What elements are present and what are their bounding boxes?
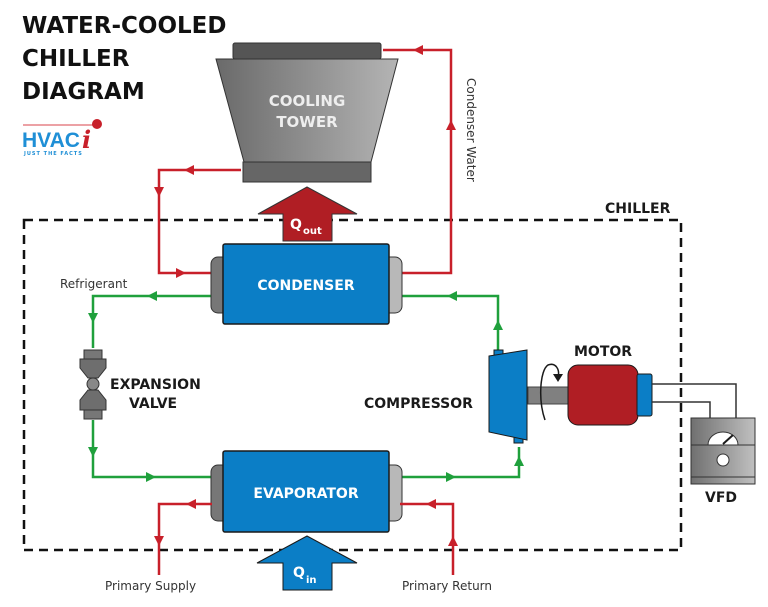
primary-return-label: Primary Return	[402, 579, 492, 593]
title-line-2: CHILLER	[22, 46, 130, 72]
vfd-knob-icon	[716, 453, 730, 467]
shaft	[527, 386, 571, 405]
refrigerant-loop	[91, 294, 521, 479]
motor	[567, 364, 653, 426]
arrow-down-icon	[154, 187, 164, 197]
primary-water-arrows	[154, 499, 458, 546]
heat-in-subscript: in	[306, 575, 317, 586]
cooling-tower: COOLING TOWER	[215, 42, 399, 183]
arrow-down-icon	[88, 313, 98, 323]
primary-supply-label: Primary Supply	[105, 579, 196, 593]
arrow-left-icon	[426, 499, 436, 509]
condenser-water-arrows	[154, 45, 456, 278]
refrigerant-label: Refrigerant	[60, 277, 128, 291]
arrow-down-icon	[154, 536, 164, 546]
logo-text: HVAC	[22, 129, 80, 152]
arrow-up-icon	[514, 456, 524, 466]
logo-tagline: JUST THE FACTS	[23, 151, 83, 157]
arrow-left-icon	[447, 291, 457, 301]
arrow-up-icon	[446, 120, 456, 130]
expansion-valve-label-2: VALVE	[129, 396, 177, 412]
compressor-label: COMPRESSOR	[364, 396, 473, 412]
condenser-label: CONDENSER	[257, 278, 354, 294]
arrow-right-icon	[446, 472, 456, 482]
heat-in-symbol: Q	[293, 565, 305, 581]
chiller-boundary	[22, 218, 683, 552]
rotation-arrowhead-icon	[553, 374, 563, 382]
heat-out-arrow: Q out	[257, 186, 358, 242]
cooling-tower-label-1: COOLING	[269, 92, 346, 110]
logo-figure-icon	[92, 119, 102, 129]
arrow-up-icon	[448, 536, 458, 546]
rotation-arrow-icon	[540, 363, 560, 421]
chiller-label: CHILLER	[605, 201, 671, 217]
arrow-left-icon	[147, 291, 157, 301]
arrow-right-icon	[146, 472, 156, 482]
vfd	[690, 417, 756, 485]
condenser-water-label: Condenser Water	[464, 78, 478, 182]
vfd-wiring	[652, 383, 737, 418]
arrow-down-icon	[88, 447, 98, 457]
expansion-valve	[79, 349, 107, 420]
arrow-left-icon	[413, 45, 423, 55]
evaporator-label: EVAPORATOR	[253, 486, 358, 502]
compressor	[488, 349, 528, 444]
arrow-up-icon	[493, 320, 503, 330]
motor-label: MOTOR	[574, 344, 632, 360]
title-line-3: DIAGRAM	[22, 79, 145, 105]
expansion-valve-label-1: EXPANSION	[110, 377, 201, 393]
hvac-logo: HVAC i JUST THE FACTS	[22, 119, 102, 157]
arrow-right-icon	[176, 268, 186, 278]
condenser: CONDENSER	[210, 243, 403, 325]
heat-in-arrow: Q in	[256, 535, 358, 591]
arrow-left-icon	[184, 165, 194, 175]
cooling-tower-label-2: TOWER	[276, 113, 338, 131]
gauge-icon	[707, 431, 739, 446]
title-line-1: WATER-COOLED	[22, 13, 226, 39]
logo-accent: i	[82, 125, 91, 154]
evaporator: EVAPORATOR	[210, 450, 403, 533]
vfd-label: VFD	[705, 490, 737, 506]
refrigerant-arrows	[88, 291, 524, 482]
heat-out-subscript: out	[303, 226, 322, 237]
heat-out-symbol: Q	[290, 217, 302, 233]
arrow-left-icon	[186, 499, 196, 509]
